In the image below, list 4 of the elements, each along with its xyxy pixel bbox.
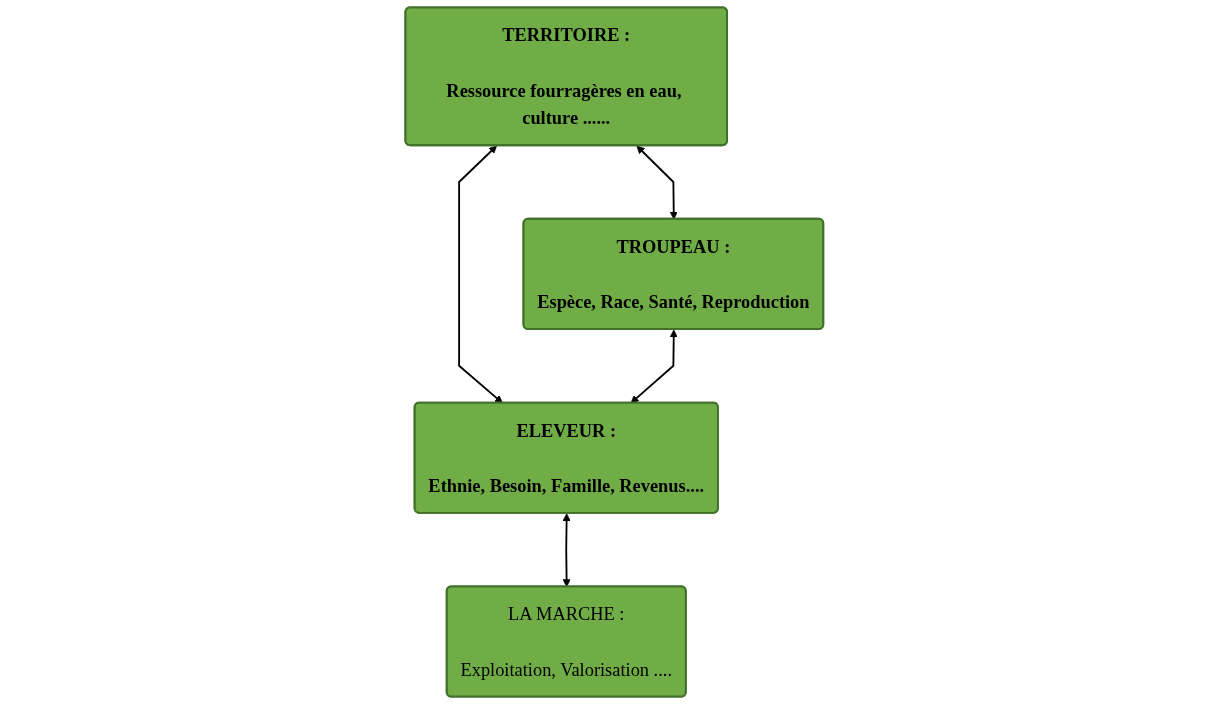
arrow bbox=[630, 329, 678, 404]
arrow bbox=[562, 513, 571, 588]
arrow bbox=[636, 145, 678, 220]
arrow bbox=[458, 145, 503, 404]
